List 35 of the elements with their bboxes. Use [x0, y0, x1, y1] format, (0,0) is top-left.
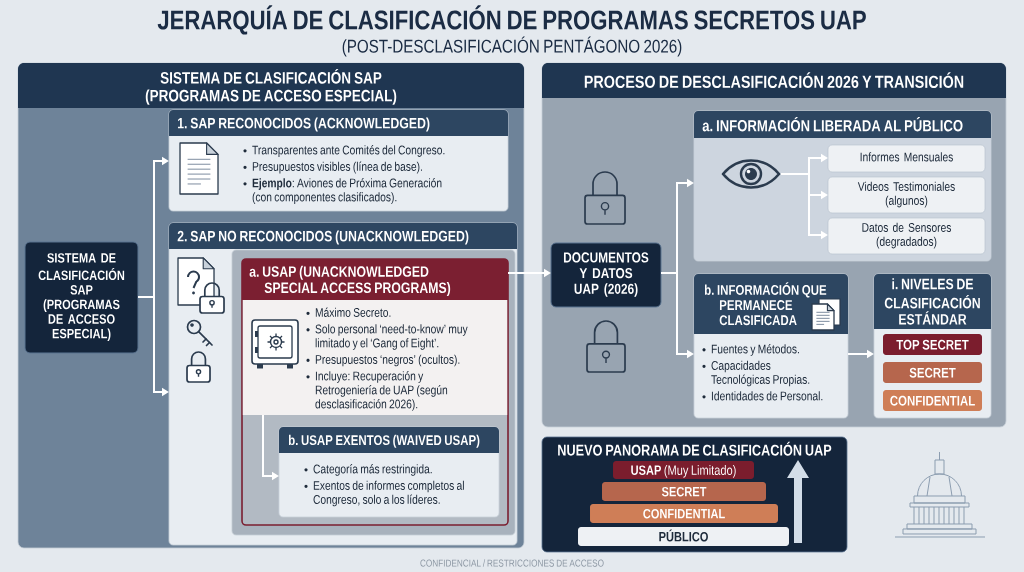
subtitle: (POST-DESCLASIFICACIÓN PENTÁGONO 2026): [342, 36, 682, 57]
process-box: SISTEMA DE CLASIFICACIÓN SAP (PROGRAMAS DE ACCESO ESPECIAL): [24, 241, 139, 354]
list-item: Capacidades Tecnológicas Propias.: [711, 360, 810, 387]
title: JERARQUÍA DE CLASIFICACIÓN DE PROGRAMAS SECRETOS UAP: [157, 5, 866, 35]
card-heading: 2. SAP NO RECONOCIDOS (UNACKNOWLEDGED): [177, 230, 469, 245]
level-bar: TOP SECRET: [883, 334, 982, 355]
item-box: Videos Testimoniales (algunos): [827, 176, 986, 214]
list-item: Categoría más restringida.: [313, 464, 432, 476]
card: [278, 426, 500, 518]
list-item: Identidades de Personal.: [711, 391, 823, 401]
list-item: Incluye: Recuperación y Retrogeniería de UAP (según desclasificación 2026).: [315, 371, 448, 411]
panel-heading: PROCESO DE DESCLASIFICACIÓN 2026 Y TRANSICIÓN: [584, 72, 964, 89]
panel-heading: NUEVO PANORAMA DE CLASIFICACIÓN UAP: [558, 441, 832, 456]
level-bar: SECRET: [883, 362, 982, 383]
card-heading: a. INFORMACIÓN LIBERADA AL PÚBLICO: [702, 117, 963, 132]
card-heading: i. NIVELES DE CLASIFICACIÓN ESTÁNDAR: [884, 278, 980, 325]
list-item: Fuentes y Métodos.: [711, 344, 799, 356]
list-item: Presupuestos visibles (línea de base).: [252, 161, 422, 174]
eye-icon: [721, 159, 781, 189]
item-box: Datos de Sensores (degradados): [827, 217, 986, 255]
level-bar: CONFIDENTIAL: [883, 390, 982, 411]
process-box: DOCUMENTOS Y DATOS UAP (2026): [550, 242, 662, 308]
list-item: Solo personal ‘need-to-know’ muy limitado y el ‘Gang of Eight’.: [315, 324, 468, 350]
footer-note: CONFIDENCIAL / RESTRICCIONES DE ACCESO: [420, 559, 604, 567]
item-box: Informes Mensuales: [827, 144, 986, 173]
card-heading: b. INFORMACIÓN QUE PERMANECE CLASIFICADA: [704, 282, 827, 326]
panel-heading: SISTEMA DE CLASIFICACIÓN SAP (PROGRAMAS DE ACCESO ESPECIAL): [145, 68, 397, 105]
card-heading: 1. SAP RECONOCIDOS (ACKNOWLEDGED): [178, 117, 430, 132]
card-heading: b. USAP EXENTOS (WAIVED USAP): [288, 434, 480, 448]
list-item: Exentos de informes completos al Congreso, solo a los líderes.: [313, 480, 464, 507]
list-item: Ejemplo: Aviones de Próxima Generación (con componentes clasificados).: [252, 178, 442, 204]
list-item: Transparentes ante Comités del Congreso.: [252, 145, 445, 157]
card-heading: a. USAP (UNACKNOWLEDGED SPECIAL ACCESS PROGRAMS): [249, 265, 451, 297]
list-item: Presupuestos ‘negros’ (ocultos).: [315, 354, 460, 367]
list-item: Máximo Secreto.: [315, 307, 391, 317]
